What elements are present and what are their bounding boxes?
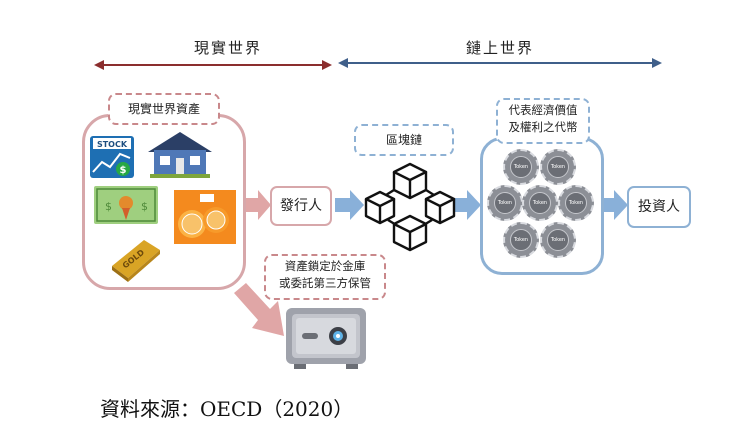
stock-chart-icon: STOCK $ [90,136,134,178]
issuer-to-blockchain-arrow [335,190,364,220]
assets-to-vault-arrow [234,283,284,336]
blockchain-icon [362,160,458,254]
investor-box: 投資人 [627,186,691,228]
svg-text:$: $ [120,165,127,176]
onchain-span-arrow [338,58,662,68]
token-coin: Token [503,222,539,258]
token-coin: Token [522,185,558,221]
house-icon [144,130,216,178]
token-rep-line2: 及權利之代幣 [508,120,578,134]
tokens-to-investor-arrow [602,190,628,220]
svg-text:$: $ [105,200,112,213]
real-assets-label-box: 現實世界資產 [108,93,220,125]
token-coin: Token [558,185,594,221]
token-rep-line1: 代表經濟價值 [508,103,578,117]
token-coin: Token [503,149,539,185]
token-coin: Token [487,185,523,221]
token-text: Token [565,192,587,214]
svg-text:$: $ [141,200,148,213]
blockchain-label-box: 區塊鏈 [354,124,454,156]
gold-bar-icon: GOLD [108,236,162,282]
real-assets-label: 現實世界資產 [127,102,200,116]
blockchain-label: 區塊鏈 [385,133,422,147]
token-rep-label-box: 代表經濟價值 及權利之代幣 [496,98,590,144]
blockchain-to-tokens-arrow [455,190,481,220]
issuer-label: 發行人 [280,198,322,214]
vault-icon [284,306,368,370]
token-text: Token [529,192,551,214]
vault-label-line2: 或委託第三方保管 [279,276,371,290]
real-world-label: 現實世界 [194,39,263,57]
token-coin: Token [540,149,576,185]
vault-label-line1: 資產鎖定於金庫 [284,259,366,273]
investor-label: 投資人 [638,199,680,215]
banknote-icon: $ $ [94,186,158,224]
token-coin: Token [540,222,576,258]
issuer-box: 發行人 [270,186,332,226]
real-world-span-arrow [94,60,332,70]
onchain-world-label: 鏈上世界 [466,39,535,57]
vault-label-box: 資產鎖定於金庫 或委託第三方保管 [264,254,386,300]
token-text: Token [494,192,516,214]
token-text: Token [510,229,532,251]
token-text: Token [510,156,532,178]
assets-to-issuer-arrow [246,190,271,220]
orange-icon [174,190,236,244]
token-text: Token [547,229,569,251]
source-caption: 資料來源：OECD（2020） [100,397,354,421]
token-text: Token [547,156,569,178]
stock-text: STOCK [97,140,128,149]
